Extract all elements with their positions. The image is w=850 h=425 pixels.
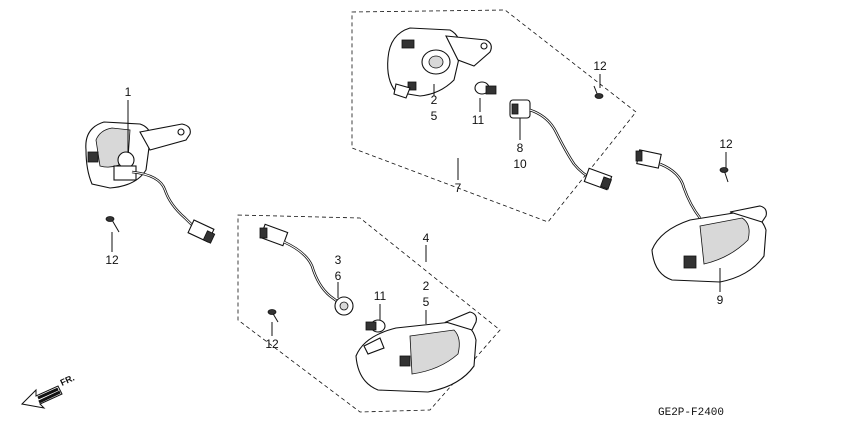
callout-socket-front-a: 3 (335, 253, 342, 267)
callout-rear-right-light: 9 (717, 293, 724, 307)
direction-arrow-icon (20, 385, 63, 409)
callout-socket-rear-b: 10 (513, 157, 527, 171)
callout-front-housing-a: 2 (431, 93, 438, 107)
screw-right (719, 167, 729, 183)
bulb-upper (474, 81, 497, 95)
upper-assembly-outline (351, 9, 637, 223)
callout-socket-front-b: 6 (335, 269, 342, 283)
screw-lower (267, 309, 279, 323)
callout-rear-left-light: 1 (125, 85, 132, 99)
rear-housing-upper (387, 27, 492, 99)
callout-screw-left: 12 (105, 253, 119, 267)
lower-assembly-outline (237, 214, 501, 413)
callout-lens-front-b: 5 (423, 295, 430, 309)
front-housing-lower (355, 311, 477, 393)
callout-screw-right: 12 (719, 137, 733, 151)
callout-lens-front-a: 5 (431, 109, 438, 123)
callout-socket-rear-a: 8 (517, 141, 524, 155)
socket-upper (509, 99, 613, 191)
callout-front-housing-b: 2 (423, 279, 430, 293)
diagram-code: GE2P-F2400 (658, 407, 724, 419)
callout-bulb-lower: 11 (374, 289, 387, 303)
callout-front-assembly: 4 (423, 231, 430, 245)
callout-bulb-upper: 11 (472, 113, 485, 127)
callout-screw-upper: 12 (593, 59, 607, 73)
screw-left (105, 216, 120, 233)
direction-label: FR. (59, 373, 76, 388)
turn-signal-light-right (635, 149, 767, 283)
socket-lower (259, 223, 354, 316)
callout-rear-assembly: 7 (455, 181, 462, 195)
bulb-lower (365, 319, 386, 333)
callout-screw-lower: 12 (265, 337, 279, 351)
screw-upper (593, 85, 604, 99)
turn-signal-light-left (85, 121, 216, 244)
leader-lines (111, 74, 727, 336)
